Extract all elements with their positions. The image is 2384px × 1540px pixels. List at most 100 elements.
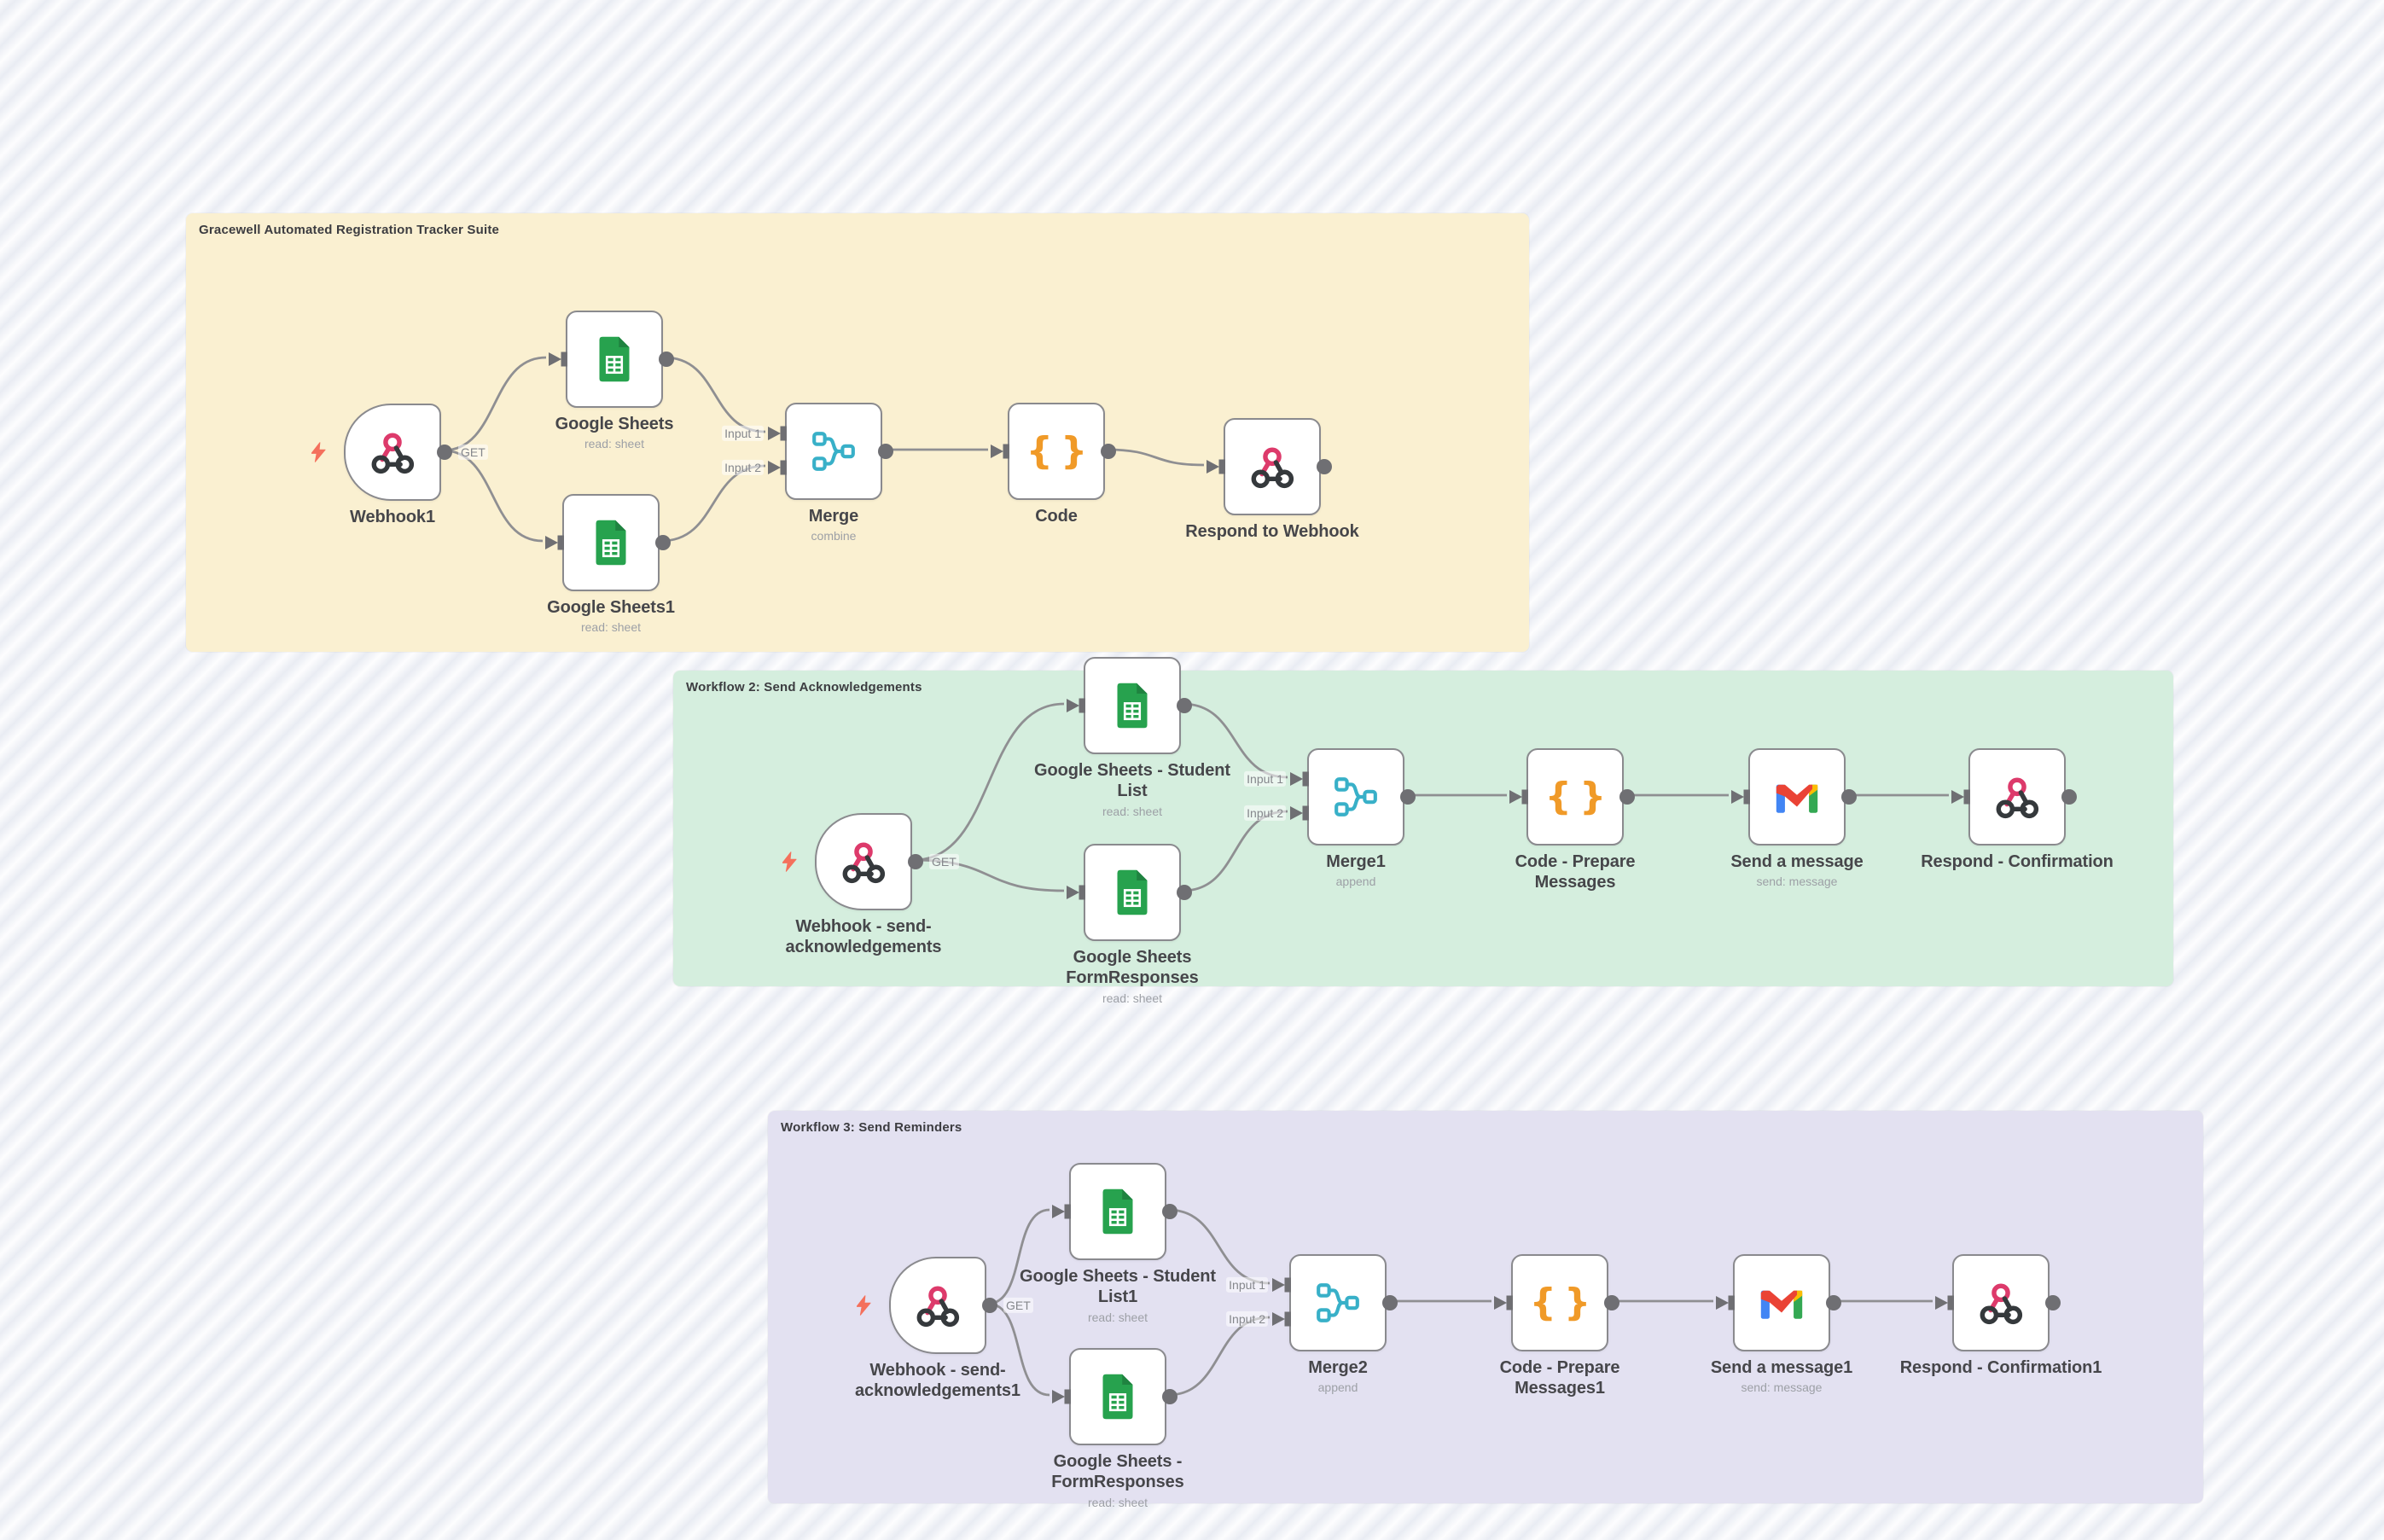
output-port[interactable]: [1382, 1295, 1398, 1310]
node-label: Webhook1: [350, 508, 435, 526]
output-port[interactable]: [437, 445, 452, 460]
node-label: Google Sheets1: [547, 598, 675, 617]
node-label: Google Sheets - Student List: [1034, 761, 1230, 801]
connection-webhook1-gsheets1[interactable]: [442, 449, 544, 543]
input-port[interactable]: [1066, 696, 1086, 715]
webhook-icon: [916, 1286, 960, 1328]
output-port[interactable]: [2045, 1295, 2061, 1310]
input-label: Input 1: [722, 425, 764, 442]
input-port[interactable]: [990, 442, 1010, 461]
output-port[interactable]: [1162, 1204, 1177, 1219]
node-sublabel: send: message: [1756, 875, 1838, 889]
frame-title: Gracewell Automated Registration Tracker…: [199, 223, 500, 237]
input-port[interactable]: [1934, 1293, 1955, 1312]
node-sublabel: read: sheet: [1102, 991, 1163, 1005]
google-sheets-icon: [599, 336, 630, 382]
input-port[interactable]: [1066, 883, 1086, 902]
frame-title: Workflow 3: Send Reminders: [781, 1120, 962, 1135]
output-port[interactable]: [1400, 789, 1416, 805]
node-gmail2[interactable]: Send a message1 send: message: [1711, 1254, 1852, 1394]
input-port[interactable]: [1051, 1202, 1072, 1221]
gmail-icon: [1760, 1290, 1803, 1319]
connection-code-respond[interactable]: [1106, 448, 1205, 467]
input-port[interactable]: [1493, 1293, 1514, 1312]
input-port[interactable]: [1289, 804, 1310, 822]
node-gsheets[interactable]: Google Sheets read: sheet: [549, 311, 674, 450]
node-label: Google Sheets - Student List1: [1020, 1267, 1216, 1307]
output-port[interactable]: [1177, 698, 1192, 713]
node-gsStudent1[interactable]: Google Sheets - Student List1 read: shee…: [1020, 1163, 1216, 1324]
code-braces-icon: {}: [1544, 775, 1614, 818]
node-sublabel: read: sheet: [584, 437, 645, 451]
connection-webhook3-gsForm1[interactable]: [987, 1302, 1050, 1397]
node-merge2[interactable]: Input 1 Input 2 Merge2 append: [1226, 1254, 1398, 1394]
input-port[interactable]: [1289, 770, 1310, 788]
node-gsStudent[interactable]: Google Sheets - Student List read: sheet: [1034, 657, 1230, 818]
connection-gsheets-merge[interactable]: [664, 356, 766, 433]
node-respond1[interactable]: Respond - Confirmation: [1921, 748, 2114, 871]
connection-webhook2-gsStudent[interactable]: [913, 702, 1065, 862]
node-gsForm1[interactable]: Google Sheets - FormResponses read: shee…: [1051, 1348, 1184, 1509]
output-port[interactable]: [1604, 1295, 1619, 1310]
input-port[interactable]: [1206, 457, 1226, 476]
output-port[interactable]: [1177, 885, 1192, 900]
google-sheets-icon: [1102, 1374, 1133, 1420]
output-port[interactable]: [655, 535, 671, 550]
input-port[interactable]: [1051, 1387, 1072, 1406]
node-sublabel: read: sheet: [1087, 1310, 1148, 1324]
node-respond[interactable]: Respond to Webhook: [1185, 418, 1359, 541]
node-code[interactable]: {} Code: [991, 403, 1116, 526]
input-label: Input 2: [1244, 805, 1286, 822]
node-respond2[interactable]: Respond - Confirmation1: [1900, 1254, 2102, 1377]
node-gsForm[interactable]: Google Sheets FormResponses read: sheet: [1066, 844, 1199, 1005]
node-webhook3[interactable]: GET Webhook - send- acknowledgements1: [855, 1257, 1033, 1400]
gmail-icon: [1776, 784, 1818, 813]
node-code2[interactable]: {} Code - Prepare Messages1: [1494, 1254, 1620, 1398]
output-port[interactable]: [1317, 459, 1332, 474]
input-port[interactable]: [1715, 1293, 1736, 1312]
output-port[interactable]: [1101, 444, 1116, 459]
node-webhook2[interactable]: GET Webhook - send- acknowledgements: [782, 813, 959, 956]
node-label: Merge: [808, 507, 859, 526]
output-port[interactable]: [908, 854, 923, 869]
output-port[interactable]: [2061, 789, 2077, 805]
node-sublabel: append: [1317, 1380, 1358, 1395]
input-port[interactable]: [1271, 1310, 1292, 1328]
google-sheets-icon: [1117, 869, 1148, 915]
node-code1[interactable]: {} Code - Prepare Messages: [1509, 748, 1636, 892]
sticky-frame-workflow2[interactable]: Workflow 2: Send Acknowledgements: [673, 671, 2173, 986]
input-port[interactable]: [544, 533, 565, 552]
input-port[interactable]: [767, 424, 788, 443]
input-port[interactable]: [1730, 787, 1751, 806]
input-port[interactable]: [548, 350, 568, 369]
merge-icon: [1317, 1283, 1359, 1322]
input-port[interactable]: [767, 458, 788, 477]
connection-gsheets1-merge[interactable]: [660, 464, 766, 543]
output-port[interactable]: [659, 352, 674, 367]
node-webhook1[interactable]: GET Webhook1: [311, 404, 488, 526]
output-port[interactable]: [878, 444, 893, 459]
connection-webhook3-gsStudent1[interactable]: [987, 1208, 1050, 1305]
connection-gsForm-merge1[interactable]: [1182, 810, 1288, 892]
merge-icon: [1334, 777, 1377, 816]
input-label: Input 2: [1226, 1310, 1268, 1328]
node-label: Google Sheets - FormResponses: [1051, 1452, 1184, 1492]
node-gmail1[interactable]: Send a message send: message: [1730, 748, 1864, 888]
node-label: Merge2: [1308, 1358, 1368, 1377]
connection-gsForm1-merge2[interactable]: [1167, 1316, 1270, 1397]
input-port[interactable]: [1271, 1276, 1292, 1294]
node-merge[interactable]: Input 1 Input 2 Merge combine: [722, 403, 893, 543]
input-port[interactable]: [1951, 787, 1971, 806]
output-port[interactable]: [1826, 1295, 1841, 1310]
output-port[interactable]: [1841, 789, 1857, 805]
output-port[interactable]: [982, 1298, 997, 1313]
output-port[interactable]: [1619, 789, 1635, 805]
node-gsheets1[interactable]: Google Sheets1 read: sheet: [545, 494, 675, 634]
input-port[interactable]: [1509, 787, 1529, 806]
trigger-bolt-icon: [311, 442, 326, 462]
output-port[interactable]: [1162, 1389, 1177, 1404]
node-merge1[interactable]: Input 1 Input 2 Merge1 append: [1244, 748, 1416, 888]
connection-webhook1-gsheets[interactable]: [442, 356, 547, 452]
